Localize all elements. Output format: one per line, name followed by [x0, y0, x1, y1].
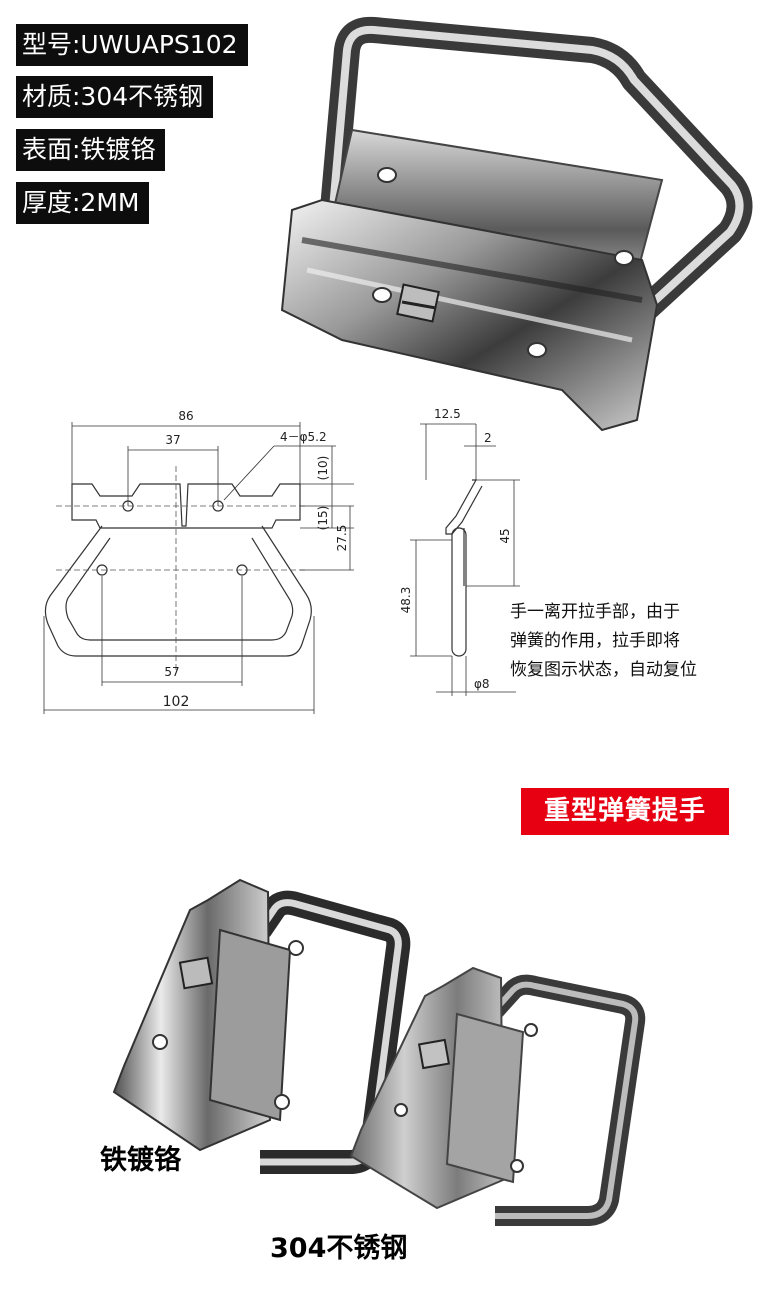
- product-photo-chrome: [112, 878, 411, 1174]
- spec-thickness-label: 厚度:2MM: [16, 182, 150, 224]
- dim-57: 57: [164, 665, 179, 679]
- dim-48-3: 48.3: [399, 587, 413, 614]
- dim-45: 45: [498, 528, 512, 543]
- spring-note: 手一离开拉手部，由于 弹簧的作用，拉手即将 恢复图示状态，自动复位: [510, 598, 760, 685]
- caption-stainless: 304不锈钢: [270, 1233, 408, 1264]
- dim-27-5: 27.5: [335, 525, 349, 552]
- caption-chrome: 铁镀铬: [100, 1145, 181, 1176]
- heavy-spring-handle-badge: 重型弹簧提手: [521, 788, 729, 835]
- note-line-3: 恢复图示状态，自动复位: [510, 660, 697, 680]
- note-line-1: 手一离开拉手部，由于: [510, 602, 680, 622]
- product-photo-stainless: [349, 966, 646, 1226]
- note-line-2: 弹簧的作用，拉手即将: [510, 631, 680, 651]
- dim-10: (10): [316, 456, 330, 481]
- technical-drawing: 86 37 4－φ5.2 (10) (15) 27.5 57 102 12.5 …: [43, 407, 520, 714]
- dim-102: 102: [163, 694, 190, 710]
- product-photo-top: [280, 16, 753, 432]
- spec-material-label: 材质:304不锈钢: [16, 76, 214, 118]
- spec-surface-label: 表面:铁镀铬: [16, 129, 166, 171]
- dim-2: 2: [484, 431, 492, 445]
- dim-86: 86: [178, 409, 193, 423]
- spec-model-label: 型号:UWUAPS102: [16, 24, 248, 66]
- dim-holes: 4－φ5.2: [280, 430, 327, 444]
- dim-12-5: 12.5: [434, 407, 461, 421]
- dim-15: (15): [316, 506, 330, 531]
- dim-37: 37: [165, 433, 180, 447]
- dim-phi8: φ8: [474, 677, 490, 691]
